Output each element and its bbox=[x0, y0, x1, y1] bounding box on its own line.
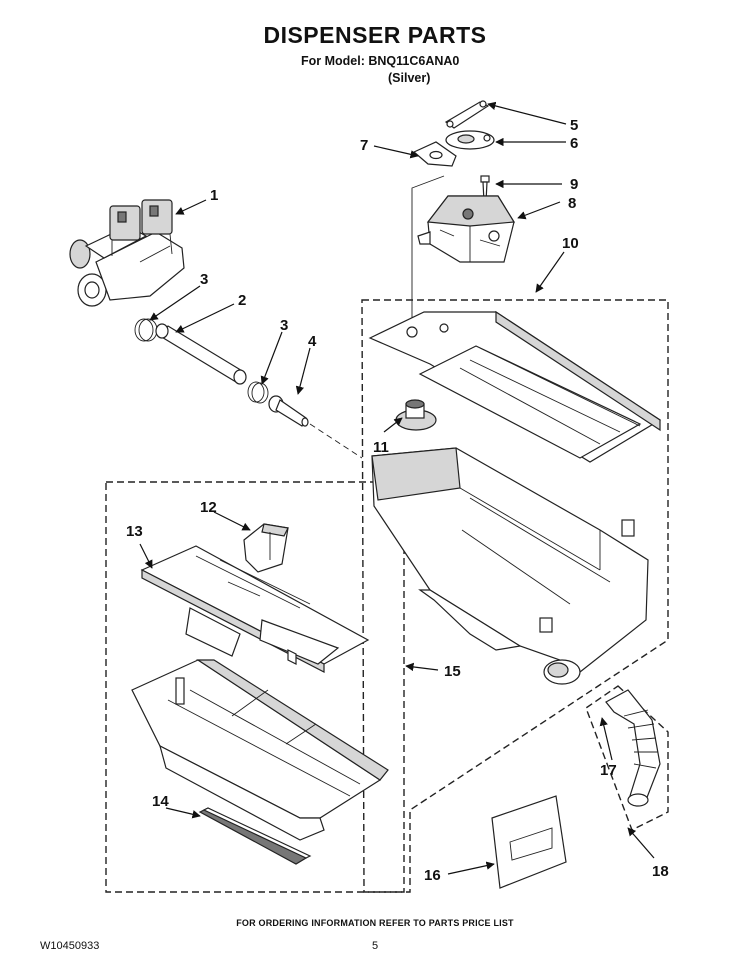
callout-17: 17 bbox=[600, 762, 617, 779]
callout-12-leader bbox=[213, 511, 251, 531]
callout-18: 18 bbox=[652, 863, 669, 880]
callout-5: 5 bbox=[570, 117, 578, 134]
dispenser-drawer-top bbox=[140, 545, 370, 673]
callout-3b: 3 bbox=[280, 317, 288, 334]
model-number: For Model: BNQ11C6ANA0 bbox=[301, 54, 460, 68]
page-title: DISPENSER PARTS bbox=[263, 22, 487, 48]
callout-3a-leader bbox=[149, 285, 201, 321]
water-inlet-valve bbox=[69, 199, 185, 307]
ordering-note: FOR ORDERING INFORMATION REFER TO PARTS … bbox=[236, 918, 514, 928]
callout-12: 12 bbox=[200, 499, 217, 516]
assembly-15-outline bbox=[105, 481, 405, 893]
callout-4-leader bbox=[295, 347, 311, 395]
callout-14-leader bbox=[165, 807, 201, 819]
callout-9: 9 bbox=[570, 176, 578, 193]
callout-15: 15 bbox=[444, 663, 461, 680]
callout-13-leader bbox=[139, 543, 153, 569]
callout-13: 13 bbox=[126, 523, 143, 540]
callout-8-leader bbox=[517, 201, 561, 220]
callout-8: 8 bbox=[568, 195, 576, 212]
callout-4: 4 bbox=[308, 333, 317, 350]
callout-16-leader bbox=[447, 861, 495, 875]
actuator-connection-line bbox=[411, 175, 445, 322]
callout-18-leader bbox=[627, 827, 655, 859]
vent-hose bbox=[605, 689, 661, 807]
callout-11: 11 bbox=[373, 439, 389, 456]
seal-ring bbox=[445, 130, 495, 150]
lever-arm bbox=[444, 100, 490, 129]
callout-6: 6 bbox=[570, 135, 578, 152]
hose-clamp-left bbox=[134, 318, 158, 342]
callout-3b-leader bbox=[260, 331, 283, 385]
callout-1: 1 bbox=[210, 187, 218, 204]
hose-fitting bbox=[268, 395, 309, 427]
assembly-18-outline bbox=[585, 685, 669, 831]
gasket bbox=[412, 141, 457, 167]
callout-10-leader bbox=[535, 251, 565, 293]
callout-17-leader bbox=[599, 717, 613, 761]
callout-14: 14 bbox=[152, 793, 169, 810]
callout-15-leader bbox=[405, 662, 439, 672]
callout-5-leader bbox=[487, 101, 567, 125]
callout-10: 10 bbox=[562, 235, 579, 252]
dispenser-housing bbox=[368, 310, 662, 685]
drawer-trim bbox=[198, 807, 312, 865]
callout-11-leader bbox=[383, 417, 403, 433]
drawer-handle bbox=[491, 795, 567, 889]
callout-3a: 3 bbox=[200, 271, 208, 288]
document-number: W10450933 bbox=[40, 940, 100, 952]
hose-clamp-right bbox=[247, 381, 269, 404]
page-number: 5 bbox=[372, 940, 379, 952]
callout-16: 16 bbox=[424, 867, 441, 884]
callout-2: 2 bbox=[238, 292, 246, 309]
actuator-motor bbox=[417, 195, 516, 263]
siphon-cap bbox=[243, 523, 289, 573]
fill-hose bbox=[155, 323, 247, 385]
callout-7-leader bbox=[373, 145, 419, 159]
dispenser-drawer-body bbox=[131, 659, 389, 841]
model-variant: (Silver) bbox=[388, 71, 431, 85]
callout-7: 7 bbox=[360, 137, 368, 154]
diverter bbox=[395, 399, 437, 431]
callout-2-leader bbox=[175, 303, 235, 333]
callout-1-leader bbox=[175, 199, 207, 215]
hose-connection-line bbox=[309, 423, 363, 459]
